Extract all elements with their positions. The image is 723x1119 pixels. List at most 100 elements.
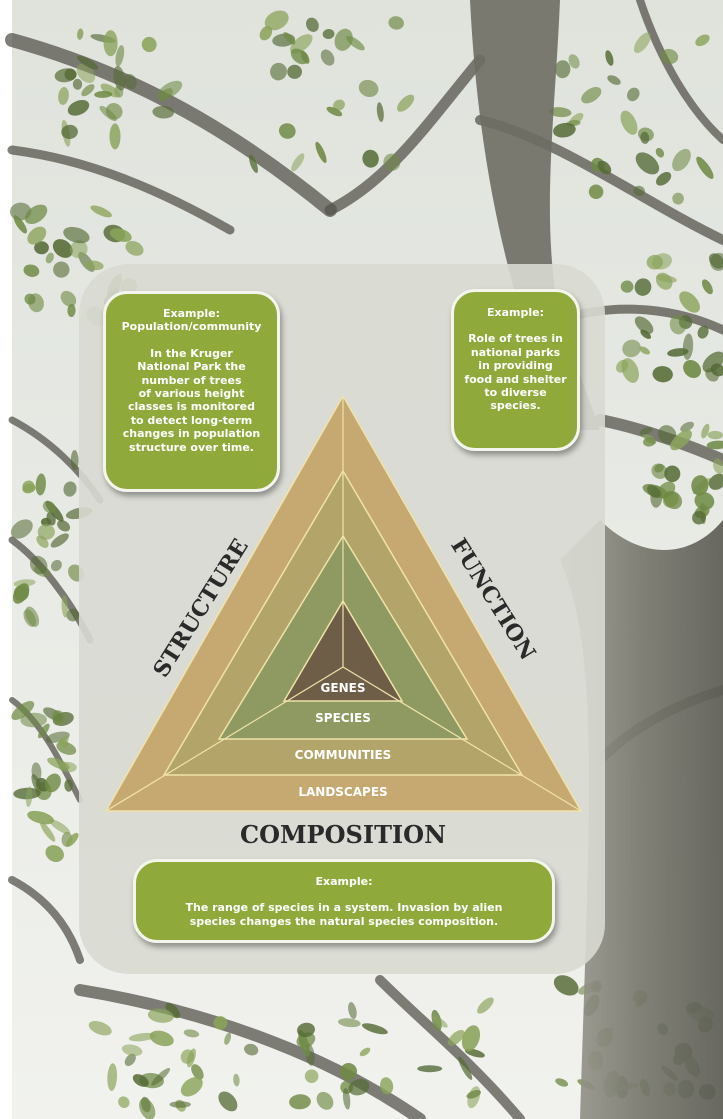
foliage-leaf	[35, 473, 46, 496]
foliage-leaf	[76, 63, 96, 83]
foliage-leaf	[315, 141, 327, 163]
foliage-leaf	[634, 316, 654, 334]
foliage-leaf	[691, 475, 709, 496]
foliage-leaf	[616, 359, 629, 373]
foliage-leaf	[633, 185, 645, 197]
foliage-leaf	[290, 48, 308, 65]
foliage-leaf	[548, 107, 572, 118]
foliage-leaf	[705, 368, 719, 382]
foliage-leaf	[12, 583, 30, 604]
foliage-leaf	[320, 49, 335, 66]
foliage-leaf	[388, 16, 404, 30]
foliage-leaf	[72, 78, 83, 90]
foliage-leaf	[697, 325, 709, 339]
foliage-leaf	[107, 1063, 118, 1091]
foliage-leaf	[692, 510, 706, 525]
foliage-leaf	[361, 1023, 388, 1035]
foliage-leaf	[672, 192, 684, 205]
foliage-leaf	[70, 450, 79, 471]
foliage-leaf	[417, 1065, 443, 1073]
foliage-leaf	[651, 253, 672, 270]
foliage-leaf	[620, 110, 638, 135]
foliage-leaf	[581, 87, 602, 104]
foliage-leaf	[640, 329, 652, 339]
foliage-leaf	[76, 55, 99, 70]
tree-branch	[636, 0, 723, 144]
foliage-leaf	[555, 1078, 569, 1087]
foliage-leaf	[622, 339, 641, 358]
foliage-leaf	[109, 228, 132, 242]
foliage-leaf	[37, 523, 55, 540]
foliage-leaf	[61, 124, 78, 140]
foliage-leaf	[109, 123, 121, 150]
foliage-leaf	[49, 819, 71, 835]
foliage-leaf	[57, 520, 71, 532]
foliage-leaf	[213, 1016, 228, 1030]
foliage-leaf	[65, 832, 79, 847]
foliage-leaf	[264, 10, 289, 31]
foliage-leaf	[597, 160, 612, 175]
foliage-leaf	[647, 485, 661, 498]
foliage-leaf	[708, 473, 723, 490]
foliage-leaf	[60, 290, 77, 307]
foliage-leaf	[656, 274, 677, 283]
foliage-leaf	[46, 511, 56, 526]
foliage-leaf	[380, 1077, 394, 1095]
foliage-leaf	[458, 1056, 473, 1080]
foliage-leaf	[66, 608, 80, 622]
foliage-leaf	[568, 54, 580, 69]
foliage-leaf	[128, 1032, 157, 1042]
foliage-leaf	[183, 1029, 200, 1038]
foliage-leaf	[69, 240, 88, 259]
foliage-leaf	[669, 314, 687, 335]
function-example-heading: Example:	[487, 306, 544, 319]
foliage-leaf	[339, 1063, 358, 1081]
foliage-leaf	[42, 500, 56, 514]
foliage-leaf	[633, 32, 651, 54]
foliage-leaf	[588, 184, 604, 200]
foliage-leaf	[620, 280, 634, 293]
foliage-leaf	[477, 997, 494, 1014]
foliage-leaf	[147, 1008, 174, 1023]
foliage-leaf	[151, 1067, 171, 1086]
foliage-leaf	[40, 821, 56, 842]
foliage-leaf	[44, 773, 61, 793]
foliage-leaf	[224, 1032, 232, 1045]
center-right-line	[342, 666, 582, 812]
foliage-leaf	[680, 421, 694, 432]
foliage-leaf	[13, 215, 27, 234]
foliage-leaf	[306, 17, 319, 32]
foliage-leaf	[157, 80, 183, 100]
foliage-leaf	[695, 34, 710, 47]
foliage-leaf	[52, 710, 65, 725]
foliage-leaf	[627, 87, 640, 102]
composition-side-label: COMPOSITION	[240, 820, 446, 849]
foliage-leaf	[10, 519, 33, 539]
foliage-leaf	[639, 346, 651, 355]
foliage-leaf	[58, 87, 69, 105]
foliage-leaf	[13, 579, 36, 587]
tree-branch	[74, 984, 426, 1119]
foliage-leaf	[333, 99, 345, 111]
foliage-leaf	[553, 122, 576, 138]
foliage-leaf	[124, 1053, 136, 1067]
foliage-leaf	[432, 1015, 448, 1028]
foliage-leaf	[607, 75, 621, 85]
foliage-leaf	[63, 226, 90, 244]
foliage-leaf	[233, 1073, 240, 1087]
foliage-leaf	[132, 1074, 149, 1087]
foliage-leaf	[45, 252, 54, 264]
foliage-leaf	[696, 156, 714, 179]
foliage-leaf	[64, 779, 73, 792]
foliage-leaf	[139, 1098, 156, 1119]
foliage-leaf	[58, 738, 69, 748]
foliage-leaf	[52, 239, 73, 258]
tree-branch	[8, 876, 84, 964]
foliage-leaf	[77, 28, 84, 40]
tree-branch	[5, 33, 337, 217]
foliage-leaf	[466, 1089, 481, 1099]
foliage-leaf	[643, 437, 656, 447]
foliage-leaf	[29, 555, 48, 575]
